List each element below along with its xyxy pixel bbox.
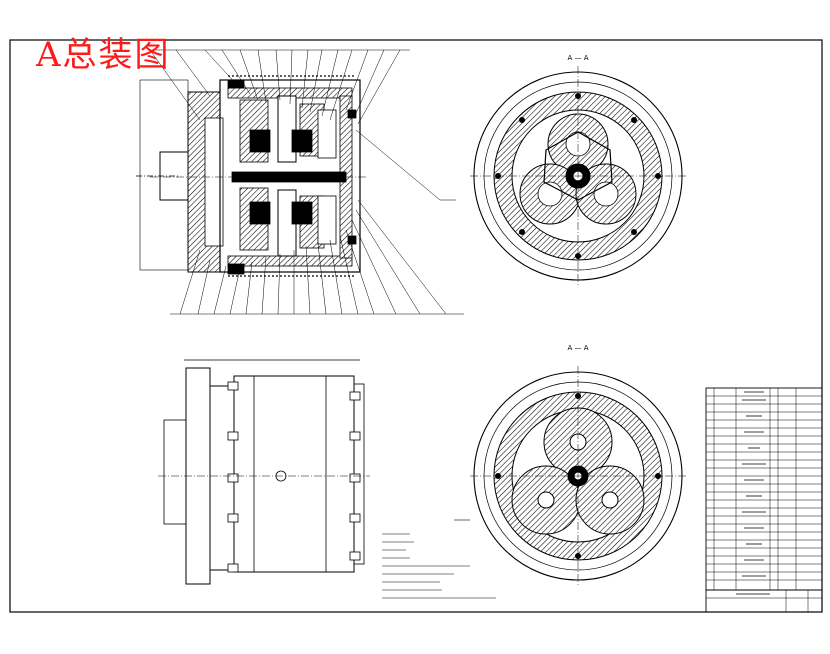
leader-lines-top [149,49,456,201]
section-mark-bottom: A — A [567,344,588,352]
sectional-view [136,75,366,277]
exterior-view [158,359,370,585]
section-mark-top: A — A [567,54,588,62]
drawing-border [9,39,823,613]
planetary-section-bottom [470,366,688,586]
drawing-title-badge: A总装图 [36,35,171,75]
parts-list-table [705,387,823,613]
technical-requirements [382,519,496,599]
leader-lines-bottom [170,199,464,315]
planetary-section-top [470,66,688,286]
